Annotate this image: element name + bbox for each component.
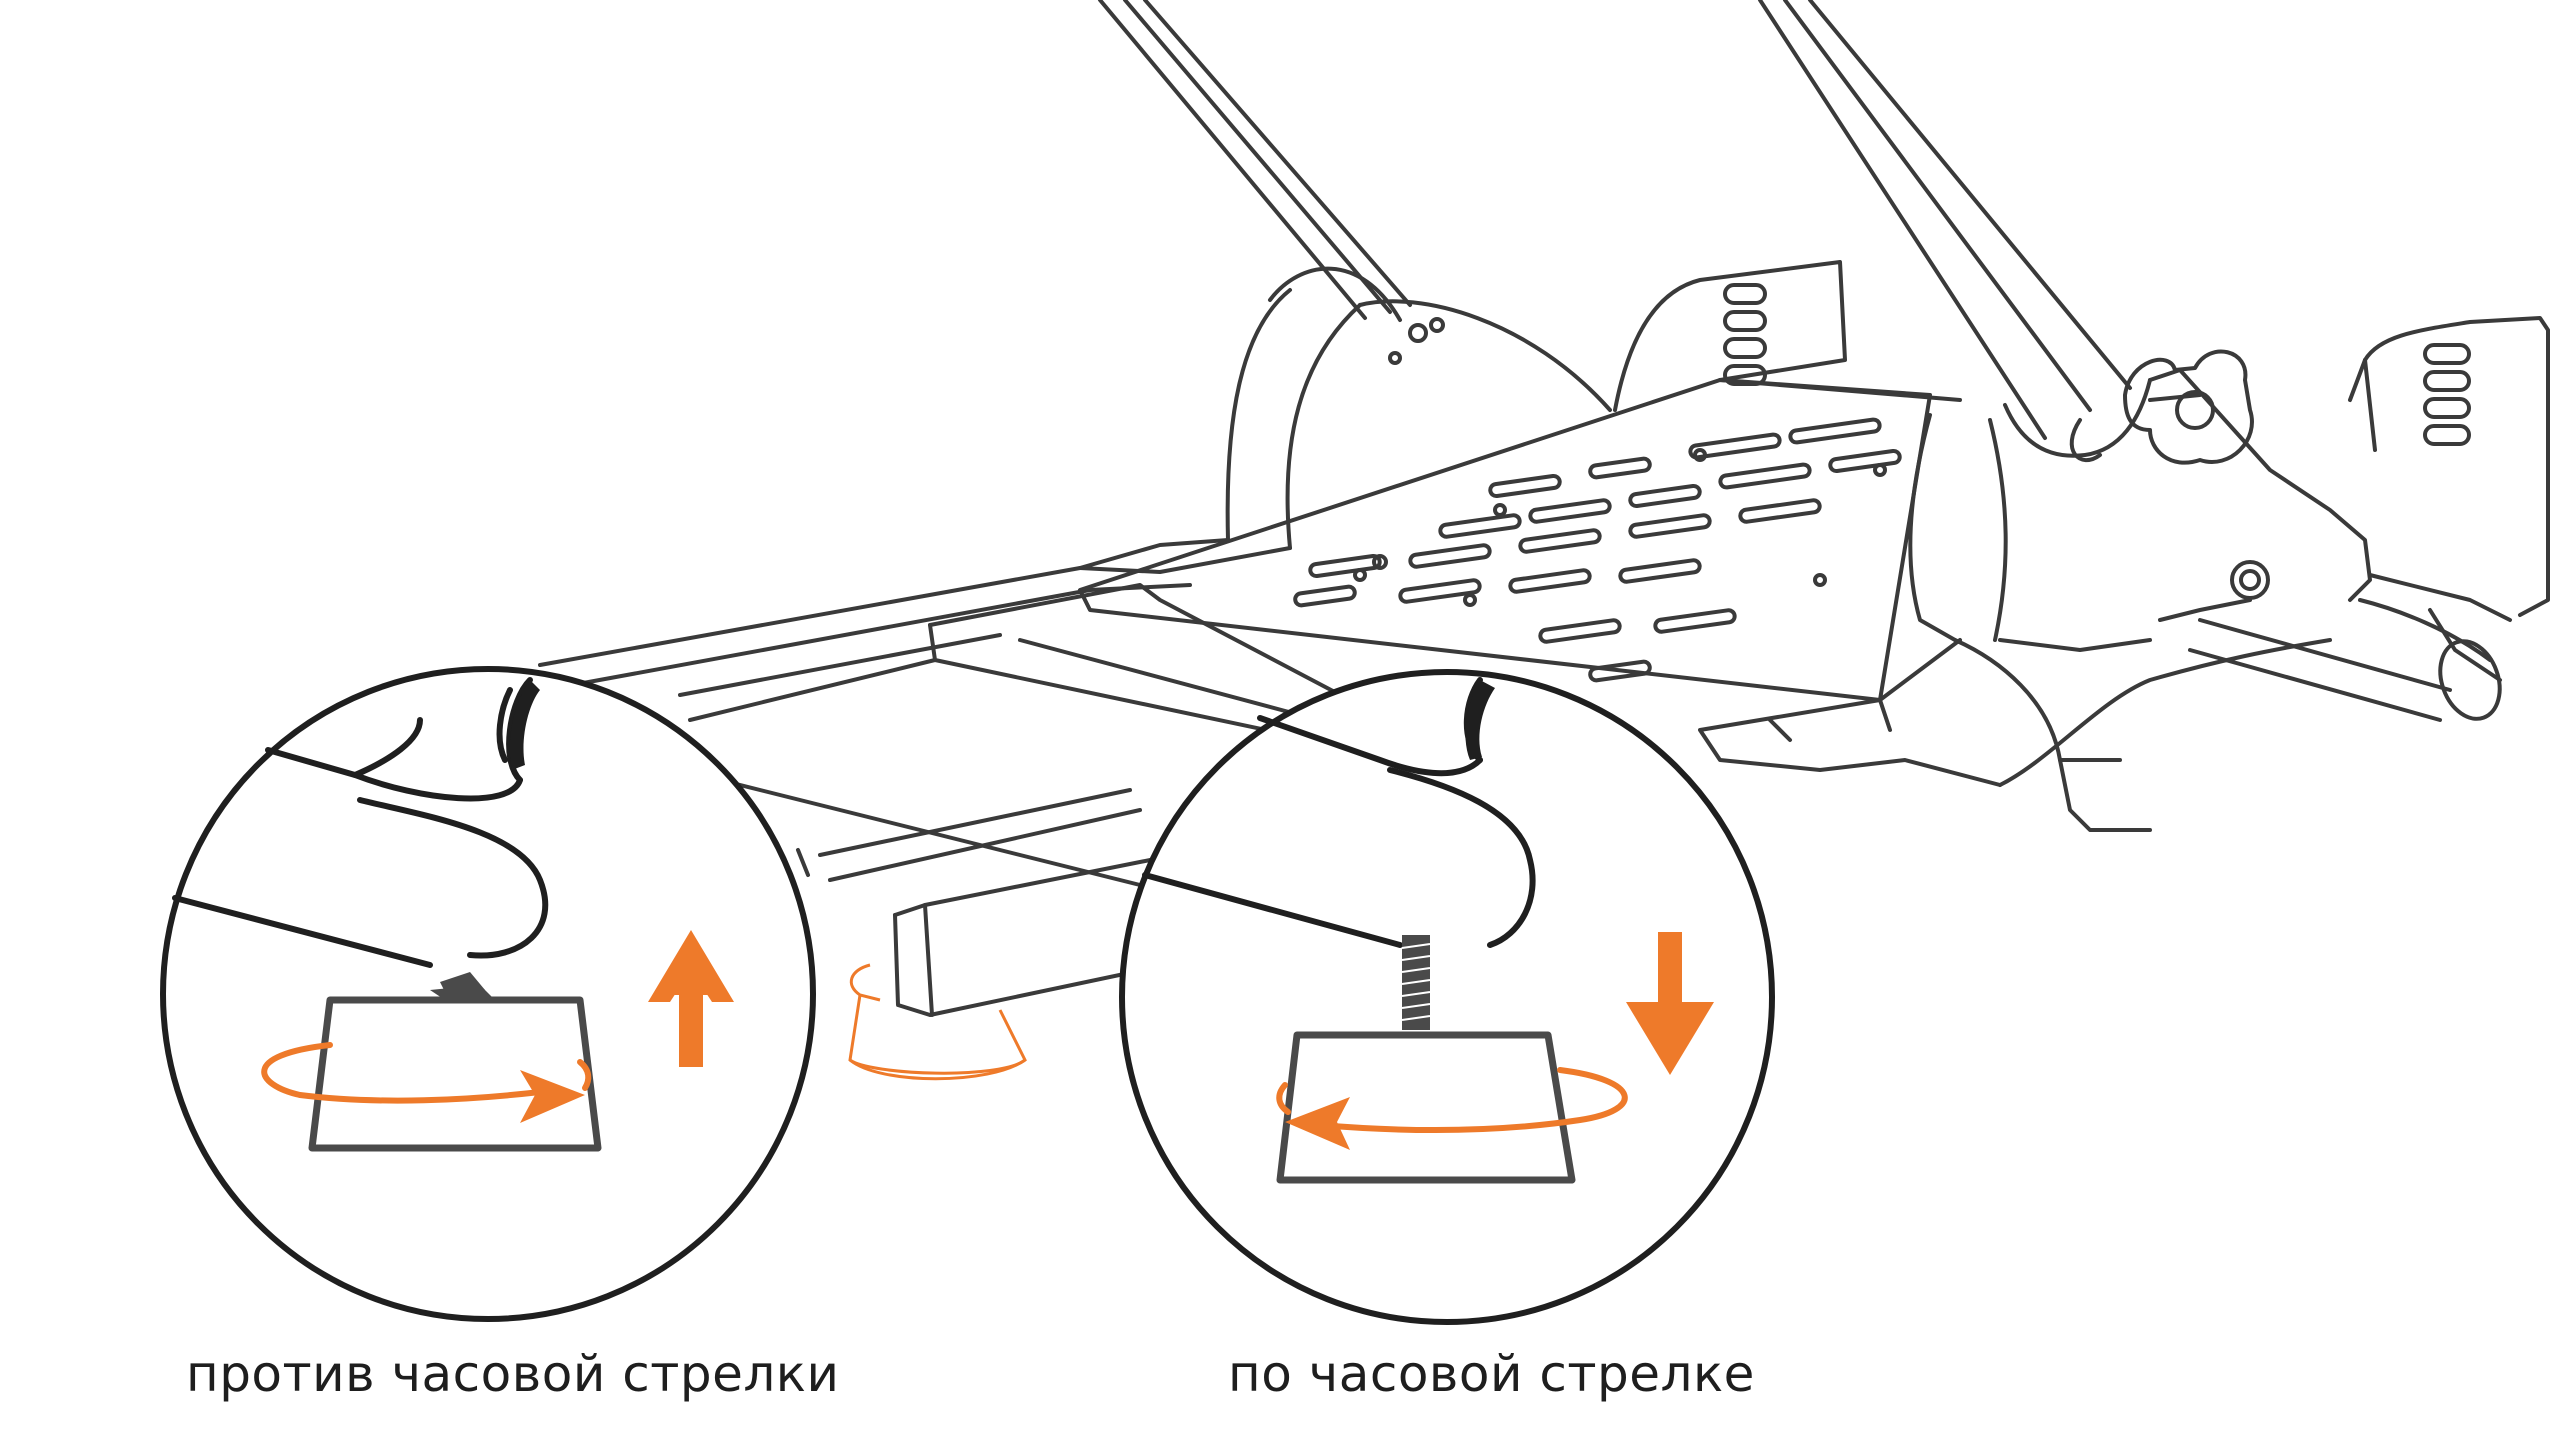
pedal-base-plate — [1078, 378, 1962, 702]
right-rail-end — [2188, 618, 2502, 722]
arrow-down-icon — [1626, 932, 1714, 1075]
left-side-bracket — [1078, 266, 1612, 574]
right-upright-post — [1758, 0, 2132, 440]
right-side-bracket — [1698, 368, 2372, 832]
arrow-up-icon — [648, 930, 734, 1067]
left-upright-post — [1098, 0, 1412, 320]
left-zoom-callout — [160, 666, 816, 1322]
adjustment-knob — [2123, 349, 2254, 465]
right-pedal-side-plate — [2348, 316, 2550, 682]
threaded-stud — [1401, 935, 1431, 1030]
left-side-rail — [538, 566, 1192, 692]
counterclockwise-arrow-icon — [261, 1042, 592, 1123]
right-foot-pad — [1276, 1031, 1576, 1184]
clockwise-caption: по часовой стрелке — [1228, 1345, 1755, 1403]
left-zoom-tube — [265, 747, 523, 802]
right-zoom-tube — [1257, 715, 1483, 777]
adjustable-foot-outline — [848, 963, 1027, 1081]
clockwise-arrow-icon — [1276, 1067, 1628, 1150]
right-zoom-callout — [1119, 669, 1775, 1325]
wheel-stand-frame — [538, 0, 2550, 1017]
counterclockwise-caption: против часовой стрелки — [186, 1345, 840, 1403]
